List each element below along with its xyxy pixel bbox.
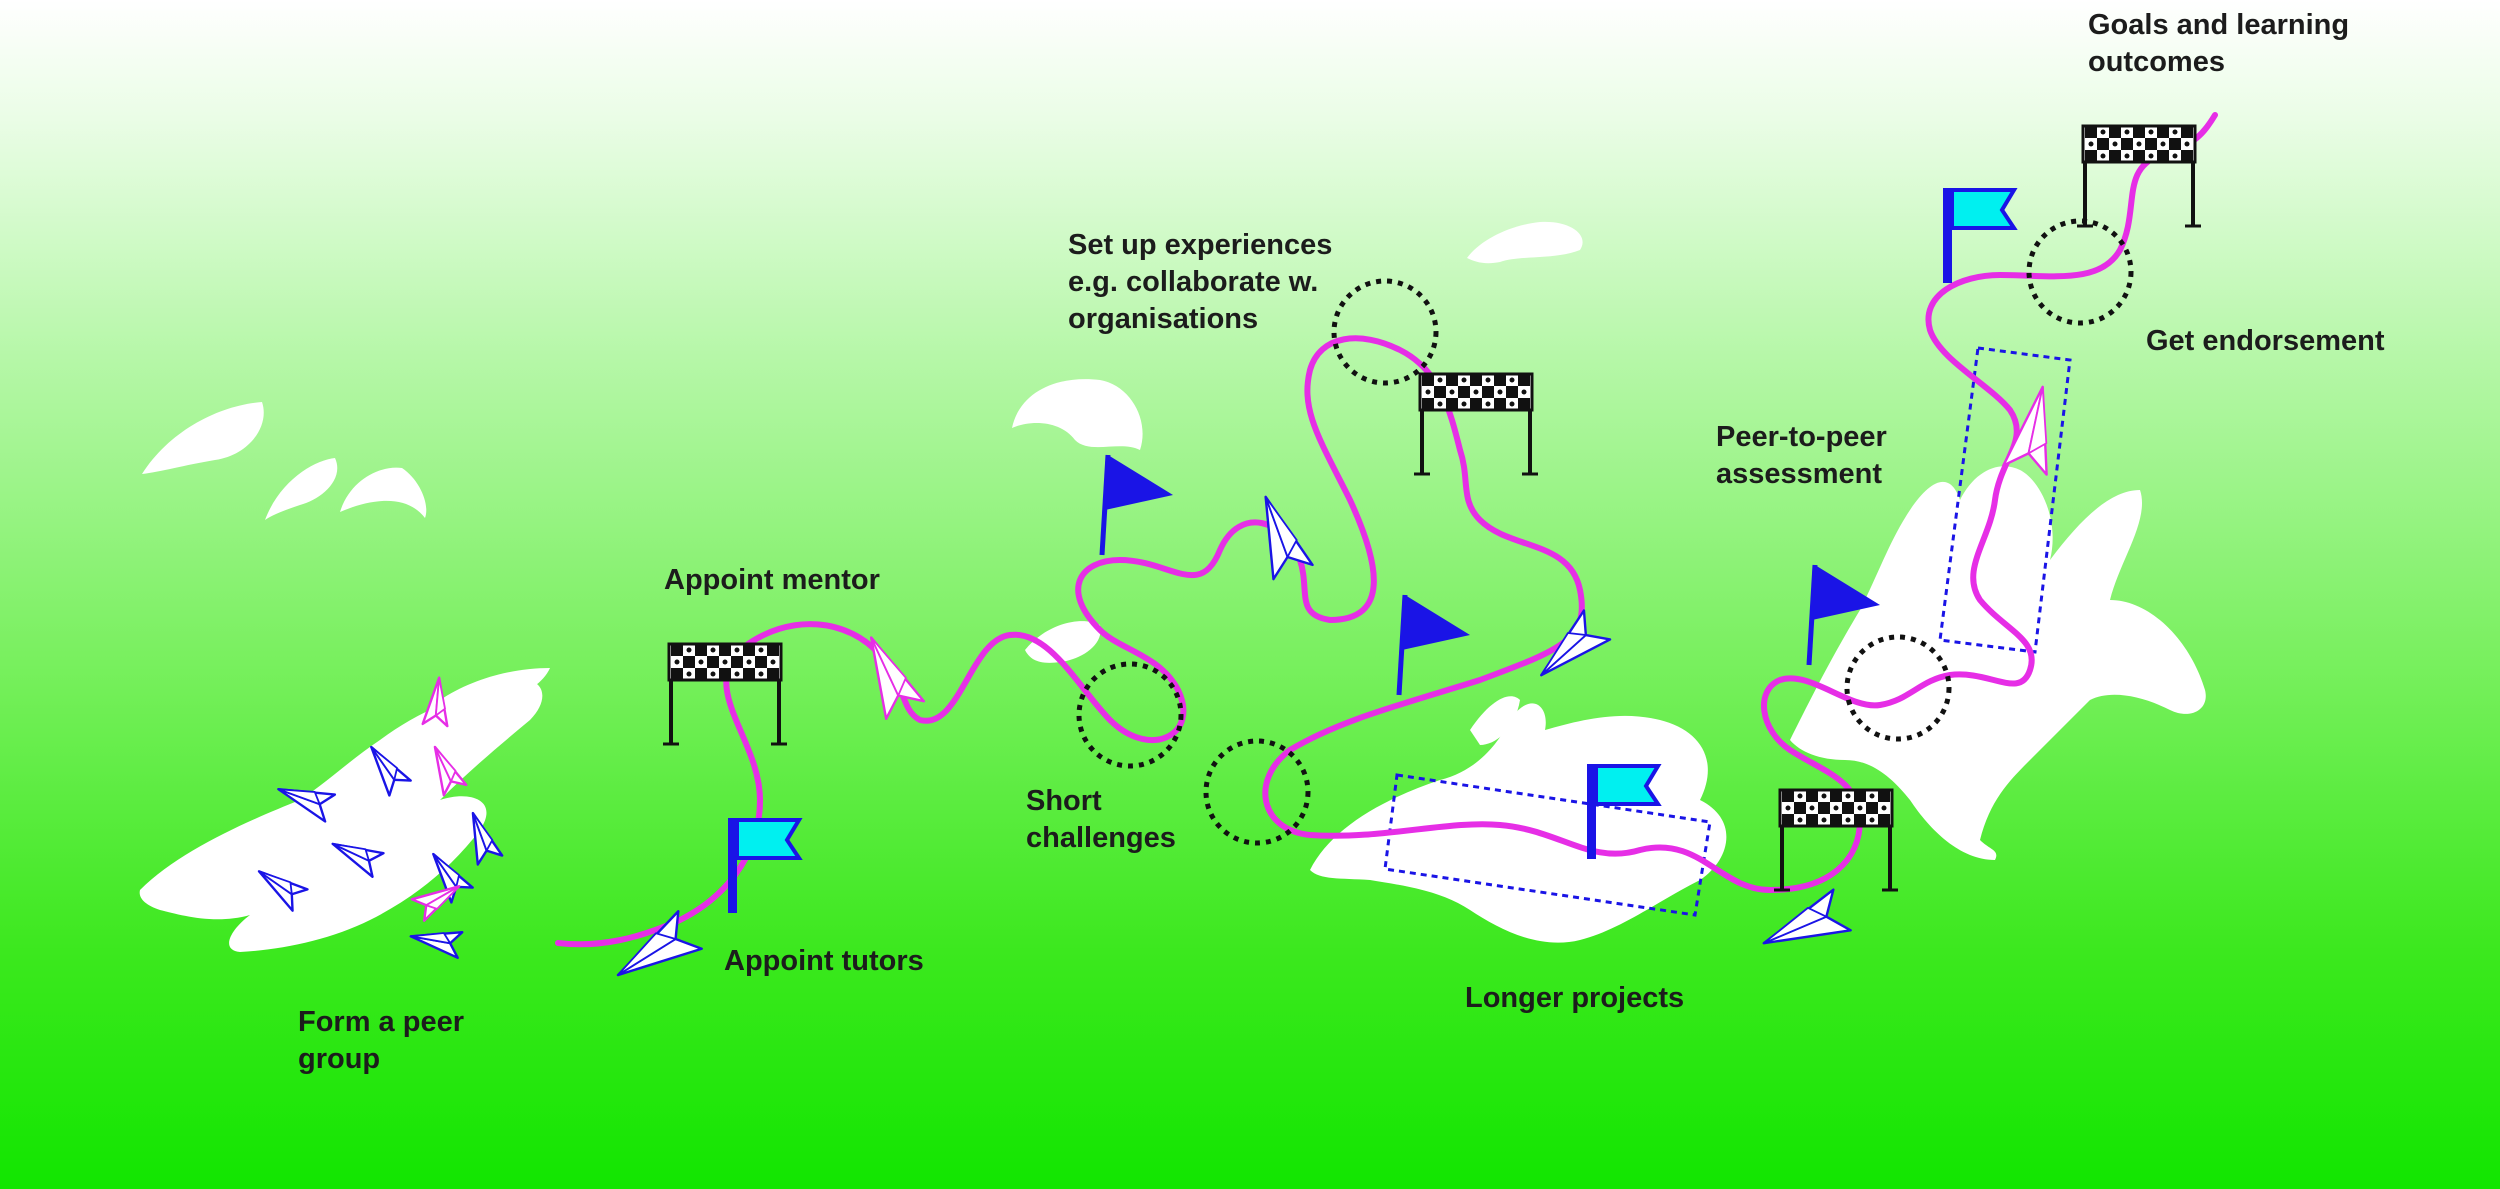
paper-plane-icon	[869, 636, 926, 720]
rock-shape	[1025, 621, 1101, 663]
rock-shape	[1310, 703, 1727, 943]
paper-plane-icon	[1264, 495, 1314, 581]
finish-banner-icon	[1414, 372, 1538, 476]
rock-shape	[139, 679, 543, 952]
finish-banner-icon	[663, 642, 787, 746]
paper-plane-icon	[471, 811, 504, 866]
paper-plane-icon	[331, 842, 385, 878]
project-highlight-box	[1383, 773, 1712, 917]
flag-icon	[728, 818, 803, 913]
rock-shape	[265, 458, 338, 520]
paper-plane-icon	[257, 870, 309, 912]
paper-plane-icon	[410, 885, 461, 922]
paper-plane-icon	[421, 676, 449, 728]
flag-icon	[1806, 564, 1880, 666]
flag-icon	[1587, 764, 1662, 859]
label-longer-projects: Longer projects	[1465, 982, 1685, 1014]
label-get-endorsement: Get endorsement	[2146, 325, 2385, 357]
flag-icon	[1396, 594, 1470, 696]
paper-plane-icon	[1762, 888, 1852, 945]
checkpoint-circle-icon	[1844, 634, 1952, 742]
rock-shape	[1467, 221, 1583, 264]
checkpoint-circle-icon	[1076, 661, 1184, 769]
rock-shape	[440, 668, 550, 712]
rock-shape	[142, 402, 264, 474]
flag-icon	[1099, 454, 1173, 556]
flag-icon	[1943, 188, 2018, 283]
assessment-highlight-box	[1938, 346, 2072, 654]
paper-plane-icon	[2002, 385, 2048, 476]
checkpoint-circle-icon	[1203, 738, 1311, 846]
rock-shape	[1012, 379, 1143, 450]
paper-plane-icon	[370, 745, 412, 797]
checkpoint-circle-icon	[2026, 218, 2134, 326]
rock-shape	[1790, 466, 2206, 860]
paper-plane-icon	[277, 787, 337, 823]
label-appoint-tutors: Appoint tutors	[724, 945, 924, 977]
journey-path	[555, 112, 2218, 948]
paper-plane-icon	[1540, 609, 1612, 677]
paper-plane-icon	[409, 930, 464, 960]
rock-shape	[340, 467, 427, 518]
rock-shape	[1470, 696, 1520, 745]
finish-banner-icon	[1774, 788, 1898, 892]
rock-shape	[1899, 586, 1970, 646]
paper-plane-icon	[433, 745, 468, 797]
label-appoint-mentor: Appoint mentor	[664, 564, 880, 596]
finish-banner-icon	[2077, 124, 2201, 228]
paper-plane-icon	[616, 910, 703, 977]
checkpoint-circle-icon	[1331, 278, 1439, 386]
